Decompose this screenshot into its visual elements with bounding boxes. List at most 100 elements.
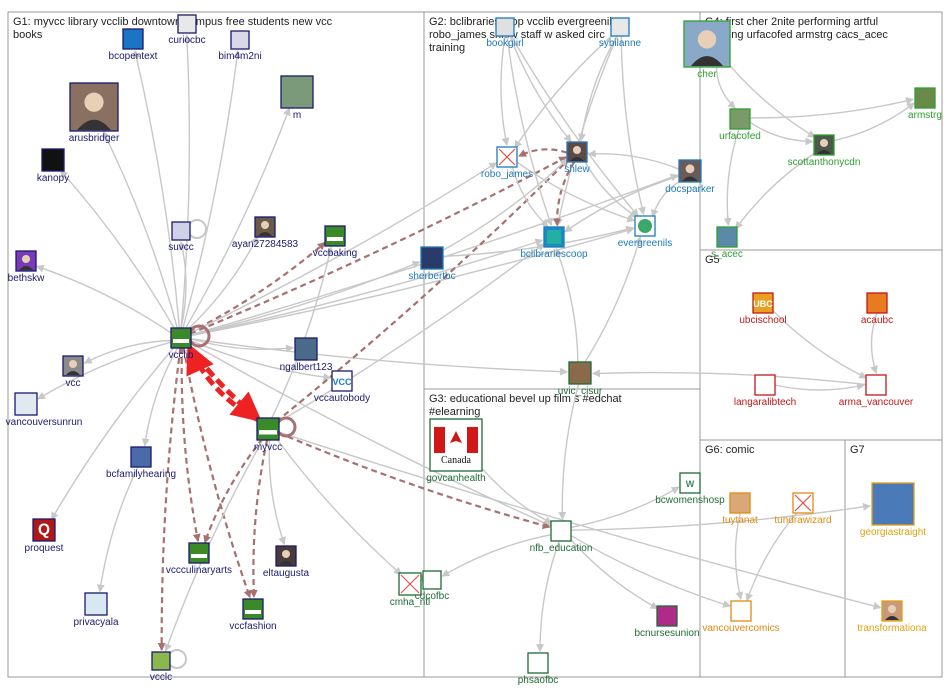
- node-vcclib[interactable]: vcclib: [168, 327, 194, 361]
- node-sherbertbc[interactable]: sherbertbc: [408, 246, 456, 282]
- node-suvcc[interactable]: suvcc: [168, 221, 194, 253]
- canada-flag-icon-glyph: Canada: [434, 427, 478, 466]
- node-cher[interactable]: cher: [683, 20, 731, 80]
- node-label-bookgirl: bookgiirl: [486, 38, 523, 49]
- group-title-g5: G5: [705, 254, 720, 266]
- node-curiocbc[interactable]: curiocbc: [168, 14, 206, 46]
- edge-vcclib-uvic_cisur: [190, 338, 569, 376]
- edge-bookgirl-evergreenils: [509, 34, 639, 217]
- vcc-logo-icon: [324, 225, 346, 247]
- node-vancouvercomics[interactable]: vancouvercomics: [702, 600, 780, 634]
- node-label-transformationa: transformationa: [857, 623, 927, 634]
- node-vccfashion[interactable]: vccfashion: [229, 598, 277, 632]
- node-bcnursesunion[interactable]: bcnursesunion: [634, 605, 700, 639]
- vcc-logo-icon: [256, 417, 280, 441]
- svg-text:Canada: Canada: [441, 455, 472, 466]
- group-box-g7: [844, 439, 943, 678]
- edge-vcclib-vcc: [83, 339, 172, 364]
- self-loop-myvcc: [275, 416, 297, 438]
- node-shlew[interactable]: shlew: [564, 141, 591, 175]
- node-cacs_acec[interactable]: s_acec: [711, 226, 743, 260]
- node-label-cher: cher: [697, 69, 717, 80]
- node-vccculinaryarts[interactable]: vccculinaryarts: [166, 542, 232, 576]
- edge-urfacofed-cacs_acec: [723, 128, 740, 227]
- edge-myvcc-nfb_education: [277, 431, 551, 530]
- node-scottanthonycdn[interactable]: scottanthonycdn: [788, 134, 861, 168]
- node-cdcofbc[interactable]: cdcofbc: [415, 570, 449, 602]
- edge-nfb_education-bcnursesunion: [568, 536, 659, 610]
- edge-vcclib-vccfashion: [182, 347, 252, 599]
- node-tuytanat[interactable]: tuytanat: [722, 492, 758, 526]
- group-title-g7: G7: [850, 444, 865, 456]
- logo-icon: [230, 30, 250, 50]
- node-vcc[interactable]: vcc: [62, 355, 84, 389]
- node-kanopy[interactable]: kanopy: [37, 148, 69, 184]
- edge-arma_vancouver-uvic_cisur: [591, 369, 867, 386]
- node-label-suvcc: suvcc: [168, 242, 194, 253]
- node-label-langaralibtech: langaralibtech: [734, 397, 796, 408]
- broken-image-icon-glyph: [498, 148, 516, 166]
- portrait-icon-glyph: [885, 605, 899, 620]
- node-bcfamilyhearing[interactable]: bcfamilyhearing: [106, 446, 176, 480]
- node-ayan27284583[interactable]: ayan27284583: [232, 216, 299, 250]
- node-label-shlew: shlew: [564, 164, 590, 175]
- node-tundrawizard[interactable]: tundrawizard: [774, 492, 832, 526]
- node-ngalbert123[interactable]: ngalbert123: [280, 337, 333, 373]
- node-arusbridger[interactable]: arusbridger: [69, 82, 120, 144]
- node-sybilanne[interactable]: sybilanne: [599, 17, 642, 49]
- edge-myvcc-vcclc: [164, 438, 265, 652]
- node-label-eltaugusta: eltaugusta: [263, 568, 310, 579]
- node-robo_james[interactable]: robo_james: [481, 146, 533, 180]
- photo-icon: [610, 17, 630, 37]
- node-cmha_ntl[interactable]: cmha_ntl: [390, 572, 431, 608]
- edge-sherbertbc-evergreenils: [442, 225, 635, 258]
- node-bcopentext[interactable]: bcopentext: [109, 28, 158, 62]
- edge-scottanthonycdn-cacs_acec: [735, 151, 818, 230]
- node-langaralibtech[interactable]: langaralibtech: [734, 374, 796, 408]
- node-urfacofed[interactable]: urfacofed: [719, 108, 761, 142]
- node-bim4m2ni[interactable]: bim4m2ni: [218, 30, 262, 62]
- node-vancouversunrun[interactable]: vancouversunrun: [6, 392, 83, 428]
- node-transformationa[interactable]: transformationa: [857, 600, 927, 634]
- node-label-sherbertbc: sherbertbc: [408, 271, 455, 282]
- node-bookgirl[interactable]: bookgiirl: [486, 17, 524, 49]
- node-armstrg[interactable]: armstrg: [908, 87, 942, 121]
- portrait-icon-glyph: [570, 146, 584, 161]
- node-bethskw[interactable]: bethskw: [8, 250, 45, 284]
- photo-icon: [495, 17, 515, 37]
- edge-docsparker-bclibrariescoop: [563, 175, 681, 233]
- node-privacyala[interactable]: privacyala: [73, 592, 119, 628]
- ubc-logo-icon: [752, 292, 774, 314]
- node-vccbaking[interactable]: vccbaking: [313, 225, 357, 259]
- node-docsparker[interactable]: docsparker: [665, 159, 715, 195]
- node-m[interactable]: m: [280, 75, 314, 121]
- edge-bookgirl-bclibrariescoop: [506, 35, 553, 227]
- edge-bookgirl-shlew: [508, 34, 572, 143]
- node-phsaofbc[interactable]: phsaofbc: [518, 652, 559, 686]
- edge-vcclib-kanopy: [59, 169, 176, 331]
- edge-myvcc-vccbaking: [270, 246, 334, 419]
- node-evergreenils[interactable]: evergreenils: [618, 215, 672, 249]
- node-myvcc[interactable]: myvcc: [254, 417, 282, 453]
- node-uvic_cisur[interactable]: uvic_cisur: [558, 361, 603, 397]
- edge-vcclib-vcclc: [157, 347, 182, 652]
- node-label-bethskw: bethskw: [8, 273, 45, 284]
- node-vcclc[interactable]: vcclc: [150, 651, 172, 683]
- edge-vcclib-proquest: [50, 345, 176, 521]
- node-label-vccfashion: vccfashion: [229, 621, 276, 632]
- logo-icon: [866, 292, 888, 314]
- node-label-armstrg: armstrg: [908, 110, 942, 121]
- node-eltaugusta[interactable]: eltaugusta: [263, 545, 310, 579]
- node-acaubc[interactable]: acaubc: [861, 292, 893, 326]
- node-arma_vancouver[interactable]: arma_vancouver: [839, 374, 914, 408]
- node-nfb_education[interactable]: nfb_education: [530, 520, 593, 554]
- node-georgiastraight[interactable]: georgiastraight: [860, 482, 926, 538]
- photo-icon: [914, 87, 936, 109]
- node-bclibrariescoop[interactable]: bclibrariescoop: [520, 226, 588, 260]
